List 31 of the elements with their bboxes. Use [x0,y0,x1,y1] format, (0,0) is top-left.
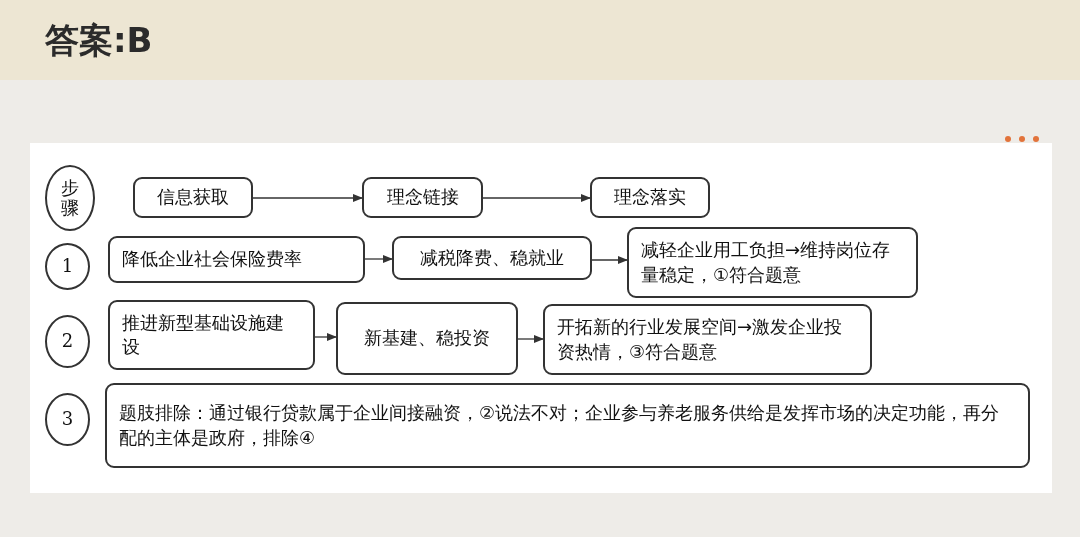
step-box [105,383,1030,468]
node-text: 减税降费、稳就业 [420,245,564,270]
title: 答案:B [45,19,153,62]
node-text: 新基建、稳投资 [364,326,490,351]
node-text: 3 [61,407,74,432]
arrow [364,255,393,263]
node-text: 信息获取 [157,185,229,210]
node-text: 2 [61,329,74,354]
arrow [314,333,337,341]
node-text: 开拓新的行业发展空间→激发企业投资热情，③符合题意 [557,315,844,364]
node-text: 减轻企业用工负担→维持岗位存量稳定，①符合题意 [641,238,892,287]
arrow [252,194,363,202]
node-text: 题肢排除：通过银行贷款属于企业间接融资，②说法不对；企业参与养老服务供给是发挥市场的决定功能，再分配的主体是政府，排除④ [119,401,1001,450]
step-box [543,304,872,375]
node-text: 步骤 [61,178,79,218]
step-box [590,177,710,218]
node-text: 理念链接 [386,185,459,210]
node-text: 理念落实 [614,185,686,210]
arrow [482,194,591,202]
step-box [108,300,315,370]
node-text: 降低企业社会保险费率 [122,247,302,272]
arrow [591,256,628,264]
arrow [517,335,544,343]
step-box [336,302,518,375]
step-box [108,236,365,283]
node-text: 推进新型基础设施建设 [122,310,285,359]
step-box [362,177,483,218]
step-box [133,177,253,218]
node-text: 1 [61,254,74,279]
step-box [392,236,592,280]
step-box [627,227,918,298]
